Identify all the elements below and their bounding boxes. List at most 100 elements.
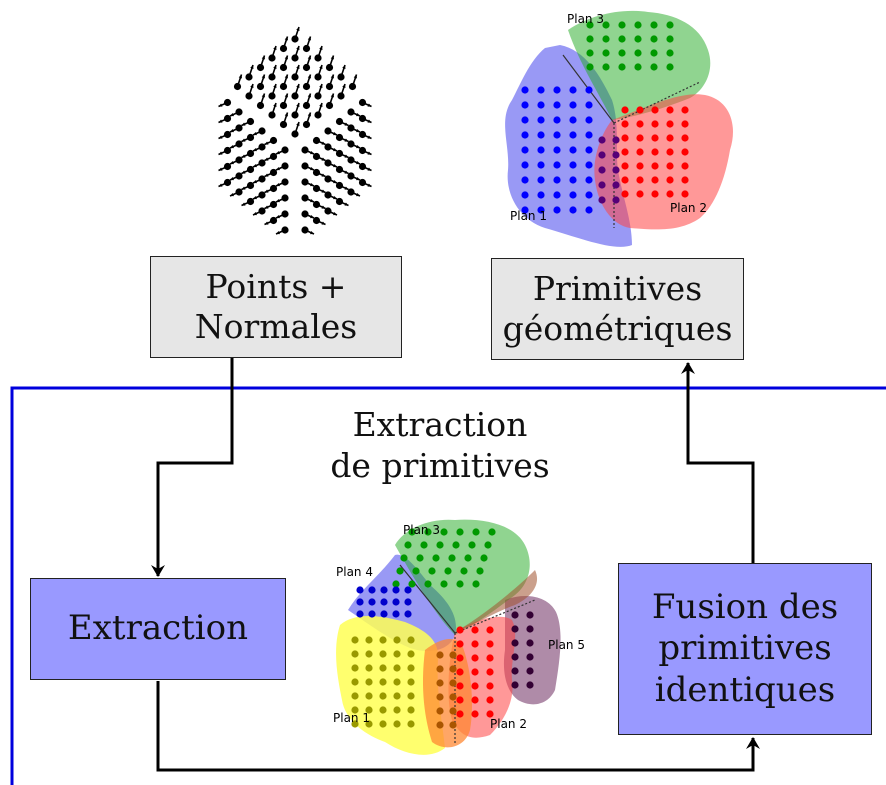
normal-point [301, 146, 315, 155]
points-normales-label: Points + Normales [194, 266, 358, 346]
normal-point [252, 127, 266, 136]
sample-point [511, 639, 519, 647]
sample-point [651, 162, 659, 170]
sample-point [393, 706, 401, 714]
normal-point [301, 210, 315, 219]
normal-point [314, 102, 323, 119]
sample-point [480, 554, 488, 562]
normal-point [218, 98, 232, 108]
sample-point [456, 626, 464, 634]
point-cloud-cube [218, 26, 372, 235]
normal-point [279, 74, 289, 91]
sample-point [393, 664, 401, 672]
sample-point [420, 541, 428, 549]
sample-point [407, 650, 415, 658]
sample-point [379, 706, 387, 714]
sample-point [449, 721, 457, 729]
sample-point [651, 134, 659, 142]
normal-point [324, 127, 338, 136]
sample-point [526, 625, 534, 633]
normal-point [312, 136, 326, 146]
sample-point [537, 131, 545, 139]
sample-point [634, 21, 642, 29]
normal-point [268, 83, 277, 100]
sample-point [537, 86, 545, 94]
sample-point [408, 580, 416, 588]
normal-point [264, 152, 278, 162]
sample-point [407, 720, 415, 728]
sample-point [471, 640, 479, 648]
normal-point [347, 188, 361, 197]
sample-point [634, 49, 642, 57]
extraction-region-frame [10, 386, 886, 785]
normal-point [335, 133, 349, 143]
sample-point [471, 668, 479, 676]
sample-point [602, 21, 610, 29]
normal-point [291, 102, 300, 119]
arrow-points-to-extraction [151, 358, 234, 577]
sample-point [621, 190, 629, 198]
normal-point [229, 140, 243, 149]
sample-point [537, 146, 545, 154]
sample-point [553, 116, 561, 124]
normal-point [241, 181, 255, 191]
sample-point [521, 131, 529, 139]
normal-point [279, 36, 289, 53]
sample-point [511, 681, 519, 689]
sample-point [681, 106, 689, 114]
sample-point [365, 706, 373, 714]
extraction-label: Extraction [67, 608, 249, 649]
normal-point [325, 55, 335, 72]
sample-point [393, 650, 401, 658]
sample-point [436, 707, 444, 715]
sample-point [526, 611, 534, 619]
sample-point [456, 580, 464, 588]
sample-point [407, 636, 415, 644]
normal-point [218, 162, 232, 172]
sample-point [621, 120, 629, 128]
sample-point [428, 567, 436, 575]
normal-point [264, 216, 278, 226]
sample-point [379, 692, 387, 700]
sample-point [511, 653, 519, 661]
normal-point [279, 112, 289, 129]
sample-point [484, 541, 492, 549]
sample-point [393, 636, 401, 644]
normal-point [264, 136, 278, 146]
normal-point [268, 64, 277, 81]
sample-point [416, 554, 424, 562]
sample-point [585, 176, 593, 184]
top-plan-1-label: Plan 1 [510, 209, 547, 223]
sample-point [569, 206, 577, 214]
normal-point [279, 55, 289, 72]
sample-point [521, 176, 529, 184]
sample-point [586, 21, 594, 29]
fusion-box: Fusion des primitives identiques [618, 563, 872, 735]
normal-point [347, 108, 361, 117]
sample-point [553, 146, 561, 154]
normal-point [291, 64, 300, 81]
primitives-geometriques-box: Primitives géométriques [491, 258, 744, 360]
normal-point [241, 197, 255, 207]
sample-point [537, 206, 545, 214]
sample-point [404, 598, 412, 606]
normal-point [302, 36, 312, 53]
sample-point [666, 176, 674, 184]
sample-point [448, 554, 456, 562]
normal-point [264, 184, 278, 194]
fusion-label: Fusion des primitives identiques [651, 586, 839, 710]
sample-point [380, 586, 388, 594]
sample-point [408, 528, 416, 536]
normal-point [314, 45, 323, 62]
normal-point [275, 178, 289, 187]
normal-point [347, 156, 361, 165]
sample-point [456, 710, 464, 718]
sample-point [380, 598, 388, 606]
sample-point [511, 625, 519, 633]
sample-point [472, 528, 480, 536]
plane-orange-region [422, 638, 473, 748]
sample-point [612, 136, 620, 144]
sample-point [585, 146, 593, 154]
sample-point [651, 120, 659, 128]
sample-point [569, 176, 577, 184]
